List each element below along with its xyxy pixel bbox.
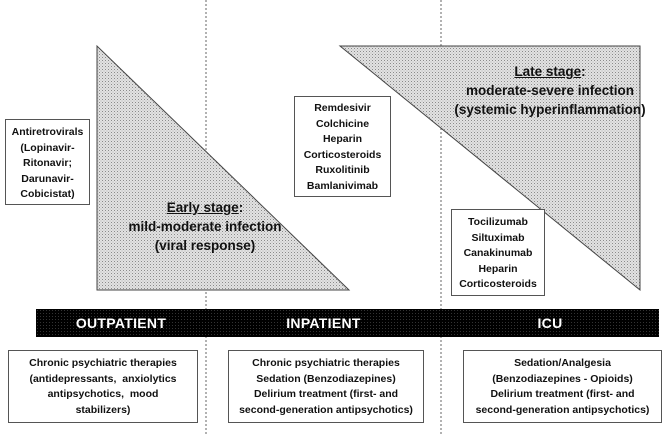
late-stage-label: Late stage: moderate-severe infection (s…	[420, 62, 671, 119]
outpatient-drug-line: Cobicistat)	[20, 188, 75, 200]
icu-drug-line: Corticosteroids	[459, 278, 537, 290]
outpatient-drug-line: (Lopinavir-	[20, 141, 75, 154]
outpatient-drug-line: Ritonavir;	[22, 157, 72, 169]
icu-psych-line: second-generation antipsychotics)	[475, 403, 650, 416]
inpatient-drug-line: Ruxolitinib	[315, 164, 370, 176]
inpatient-psych-box: Chronic psychiatric therapies Sedation (…	[228, 350, 424, 423]
early-stage-line2: mild-moderate infection	[128, 219, 282, 234]
inpatient-drug-line: Bamlanivimab	[306, 179, 379, 192]
icu-label: ICU	[537, 315, 563, 331]
outpatient-drug-line: Antiretrovirals	[11, 126, 84, 138]
late-stage-line2: moderate-severe infection	[465, 83, 635, 98]
icu-drug-line: Tocilizumab	[468, 216, 528, 228]
inpatient-drug-line: Remdesivir	[314, 102, 371, 114]
inpatient-drug-box: Remdesivir Colchicine Heparin Corticoste…	[294, 96, 391, 197]
late-stage-colon: :	[581, 64, 586, 79]
icu-drug-line: Siltuximab	[471, 231, 525, 244]
late-stage-triangle	[338, 45, 641, 292]
outpatient-psych-line: antipsychotics, mood	[47, 388, 159, 400]
care-setting-bar	[36, 309, 659, 337]
outpatient-psych-line: stabilizers)	[75, 403, 131, 416]
early-stage-line3: (viral response)	[154, 238, 256, 253]
inpatient-drug-line: Heparin	[322, 133, 363, 145]
outpatient-psych-box: Chronic psychiatric therapies (antidepre…	[8, 350, 198, 423]
icu-drug-line: Heparin	[478, 262, 518, 275]
inpatient-psych-line: Delirium treatment (first- and	[253, 388, 399, 400]
inpatient-psych-line: Chronic psychiatric therapies	[252, 357, 400, 369]
inpatient-psych-line: Sedation (Benzodiazepines)	[256, 372, 396, 385]
icu-psych-line: (Benzodiazepines - Opioids)	[492, 372, 633, 385]
icu-drug-box: Tocilizumab Siltuximab Canakinumab Hepar…	[451, 209, 545, 296]
early-stage-label: Early stage: mild-moderate infection (vi…	[105, 198, 305, 255]
icu-psych-box: Sedation/Analgesia (Benzodiazepines - Op…	[463, 350, 662, 423]
outpatient-psych-line: (antidepressants, anxiolytics	[29, 372, 177, 385]
outpatient-psych-line: Chronic psychiatric therapies	[29, 357, 177, 369]
early-stage-triangle	[96, 44, 351, 291]
inpatient-label: INPATIENT	[286, 315, 361, 331]
icu-psych-line: Delirium treatment (first- and	[490, 388, 635, 400]
early-stage-colon: :	[238, 200, 244, 215]
outpatient-drug-box: Antiretrovirals (Lopinavir- Ritonavir; D…	[5, 119, 90, 205]
icu-psych-line: Sedation/Analgesia	[514, 357, 611, 369]
inpatient-drug-line: Colchicine	[315, 117, 370, 130]
late-stage-line3: (systemic hyperinflammation)	[454, 102, 646, 117]
inpatient-drug-line: Corticosteroids	[303, 148, 382, 161]
inpatient-psych-line: second-generation antipsychotics)	[239, 403, 413, 416]
outpatient-drug-line: Darunavir-	[21, 172, 74, 185]
icu-drug-line: Canakinumab	[463, 247, 533, 259]
early-stage-heading: Early stage	[166, 200, 239, 215]
outpatient-label: OUTPATIENT	[75, 315, 167, 331]
late-stage-heading: Late stage	[514, 64, 582, 79]
